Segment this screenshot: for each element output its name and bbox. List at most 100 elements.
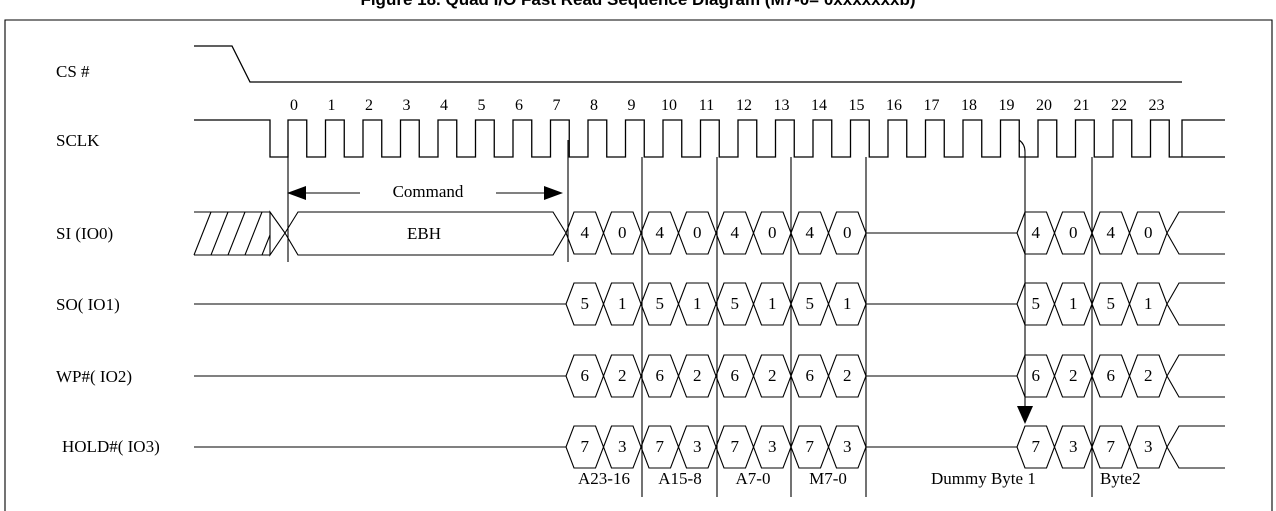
data-nibble-value: 4 bbox=[1107, 223, 1116, 242]
trailing-bus-bottom bbox=[1166, 375, 1225, 398]
data-nibble-value: 6 bbox=[1032, 366, 1041, 385]
data-nibble-value: 7 bbox=[656, 437, 665, 456]
data-nibble-value: 4 bbox=[1032, 223, 1041, 242]
data-nibble-value: 2 bbox=[693, 366, 702, 385]
clock-number: 23 bbox=[1149, 97, 1165, 114]
trailing-bus-bottom bbox=[1166, 232, 1225, 255]
data-nibble-value: 1 bbox=[768, 294, 777, 313]
diagram-frame bbox=[4, 19, 1273, 511]
data-nibble-value: 7 bbox=[581, 437, 590, 456]
segment-label-a23-16: A23-16 bbox=[578, 469, 630, 488]
data-nibble-value: 7 bbox=[1107, 437, 1116, 456]
segment-label-byte2: Byte2 bbox=[1100, 469, 1141, 488]
cs-waveform bbox=[194, 45, 1182, 83]
clock-number: 10 bbox=[661, 97, 677, 114]
data-nibble-value: 4 bbox=[656, 223, 665, 242]
data-nibble-value: 6 bbox=[581, 366, 590, 385]
data-nibble-value: 0 bbox=[768, 223, 777, 242]
data-nibble-value: 2 bbox=[618, 366, 627, 385]
data-nibble-value: 6 bbox=[731, 366, 740, 385]
si-dont-care-hatch bbox=[193, 211, 271, 256]
figure-title: Figure 18. Quad I/O Fast Read Sequence D… bbox=[360, 0, 915, 9]
clock-number: 4 bbox=[440, 97, 448, 114]
clock-number: 0 bbox=[290, 97, 298, 114]
signal-label-sclk: SCLK bbox=[56, 131, 100, 150]
clock-number: 18 bbox=[961, 97, 977, 114]
trailing-bus-top bbox=[1166, 425, 1225, 448]
clock-number: 22 bbox=[1111, 97, 1127, 114]
command-label: Command bbox=[393, 182, 464, 201]
data-nibble-value: 7 bbox=[1032, 437, 1041, 456]
segment-label-a15-8: A15-8 bbox=[658, 469, 701, 488]
data-nibble-value: 4 bbox=[806, 223, 815, 242]
data-nibble-value: 3 bbox=[693, 437, 702, 456]
sclk-waveform bbox=[194, 119, 1225, 158]
data-nibble-value: 5 bbox=[656, 294, 665, 313]
trailing-bus-top bbox=[1166, 354, 1225, 377]
clock-number: 15 bbox=[849, 97, 865, 114]
data-nibble-value: 6 bbox=[1107, 366, 1116, 385]
clock-number: 9 bbox=[628, 97, 636, 114]
data-nibble-value: 2 bbox=[843, 366, 852, 385]
segment-label-dummy-byte-1: Dummy Byte 1 bbox=[931, 469, 1036, 488]
data-nibble-value: 7 bbox=[806, 437, 815, 456]
data-nibble-value: 0 bbox=[1069, 223, 1078, 242]
clock-number: 6 bbox=[515, 97, 523, 114]
clock-number: 7 bbox=[553, 97, 561, 114]
clock-number: 19 bbox=[999, 97, 1015, 114]
clock-number: 5 bbox=[478, 97, 486, 114]
data-nibble-value: 1 bbox=[618, 294, 627, 313]
data-nibble-value: 3 bbox=[1069, 437, 1078, 456]
clock-number: 20 bbox=[1036, 97, 1052, 114]
signal-label-hold: HOLD#( IO3) bbox=[62, 437, 160, 456]
data-nibble-value: 6 bbox=[656, 366, 665, 385]
clock-number: 1 bbox=[328, 97, 336, 114]
signal-label-cs: CS # bbox=[56, 62, 90, 81]
data-nibble-value: 4 bbox=[731, 223, 740, 242]
data-nibble-value: 2 bbox=[1144, 366, 1153, 385]
clock-number: 12 bbox=[736, 97, 752, 114]
data-nibble-value: 1 bbox=[1069, 294, 1078, 313]
data-nibble-value: 0 bbox=[843, 223, 852, 242]
clock-number: 8 bbox=[590, 97, 598, 114]
data-nibble-value: 3 bbox=[768, 437, 777, 456]
trailing-bus-top bbox=[1166, 211, 1225, 234]
data-nibble-value: 5 bbox=[731, 294, 740, 313]
dummy-arrow-head bbox=[1017, 406, 1033, 424]
data-nibble-value: 6 bbox=[806, 366, 815, 385]
clock-number: 21 bbox=[1074, 97, 1090, 114]
data-nibble-value: 3 bbox=[843, 437, 852, 456]
si-transition bbox=[269, 210, 286, 257]
data-nibble-value: 1 bbox=[693, 294, 702, 313]
data-nibble-value: 0 bbox=[1144, 223, 1153, 242]
data-nibble-value: 2 bbox=[1069, 366, 1078, 385]
clock-number: 13 bbox=[774, 97, 790, 114]
clock-number: 2 bbox=[365, 97, 373, 114]
trailing-bus-bottom bbox=[1166, 303, 1225, 326]
clock-number: 16 bbox=[886, 97, 902, 114]
command-arrow-right-head bbox=[544, 186, 563, 200]
data-nibble-value: 4 bbox=[581, 223, 590, 242]
data-nibble-value: 3 bbox=[1144, 437, 1153, 456]
trailing-bus-bottom bbox=[1166, 446, 1225, 469]
data-nibble-value: 5 bbox=[1032, 294, 1041, 313]
data-nibble-value: 5 bbox=[806, 294, 815, 313]
dummy-arrow-line bbox=[1018, 139, 1026, 408]
command-arrow-left-head bbox=[287, 186, 306, 200]
signal-label-wp: WP#( IO2) bbox=[56, 367, 132, 386]
clock-number: 3 bbox=[403, 97, 411, 114]
clock-number: 11 bbox=[699, 97, 714, 114]
signal-label-so: SO( IO1) bbox=[56, 295, 120, 314]
clock-number: 14 bbox=[811, 97, 827, 114]
segment-label-m7-0: M7-0 bbox=[809, 469, 847, 488]
data-nibble-value: 1 bbox=[1144, 294, 1153, 313]
command-value: EBH bbox=[407, 224, 441, 243]
data-nibble-value: 0 bbox=[618, 223, 627, 242]
